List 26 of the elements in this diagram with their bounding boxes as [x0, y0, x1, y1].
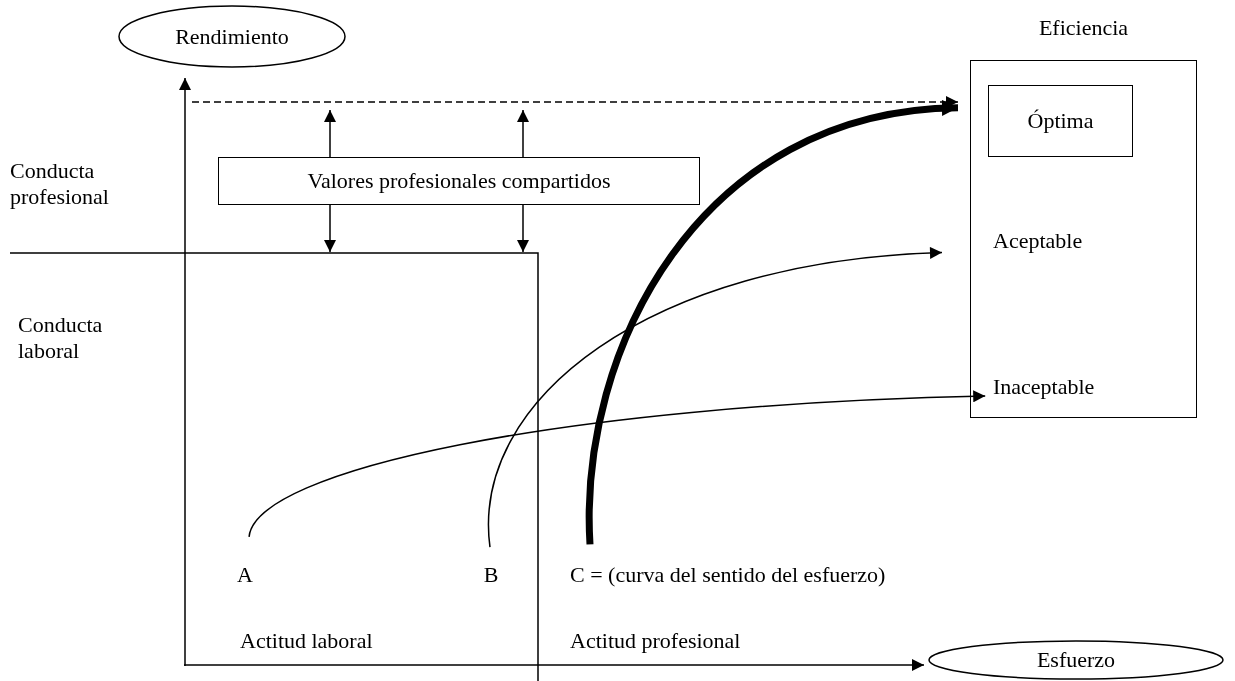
- node-label: Óptima: [1027, 108, 1094, 134]
- text-label: Conducta profesional: [10, 158, 110, 211]
- node-label: Valores profesionales compartidos: [307, 168, 611, 194]
- text-label: Conducta laboral: [18, 312, 104, 365]
- arrow: [517, 204, 529, 253]
- node-label: C = (curva del sentido del esfuerzo): [570, 562, 886, 588]
- text-label: Actitud profesional: [570, 628, 742, 655]
- node-label: Esfuerzo: [1036, 647, 1116, 673]
- arrow: [517, 109, 529, 158]
- arrow: [248, 390, 986, 538]
- node-label: Inaceptable: [993, 374, 1095, 400]
- node-label: A: [237, 562, 253, 588]
- arrow: [488, 247, 943, 548]
- node-label: Aceptable: [993, 228, 1083, 254]
- arrow: [324, 109, 336, 158]
- process-box: [218, 157, 700, 205]
- node-label: Rendimiento: [175, 23, 289, 50]
- process-box: [988, 85, 1133, 157]
- arrow: [586, 101, 959, 545]
- arrow: [191, 96, 959, 108]
- node-label: B: [483, 562, 499, 588]
- arrow: [183, 659, 925, 671]
- node-label: Eficiencia: [1038, 15, 1129, 41]
- arrow: [179, 77, 191, 667]
- text-label: Actitud laboral: [240, 628, 374, 655]
- arrow: [324, 204, 336, 253]
